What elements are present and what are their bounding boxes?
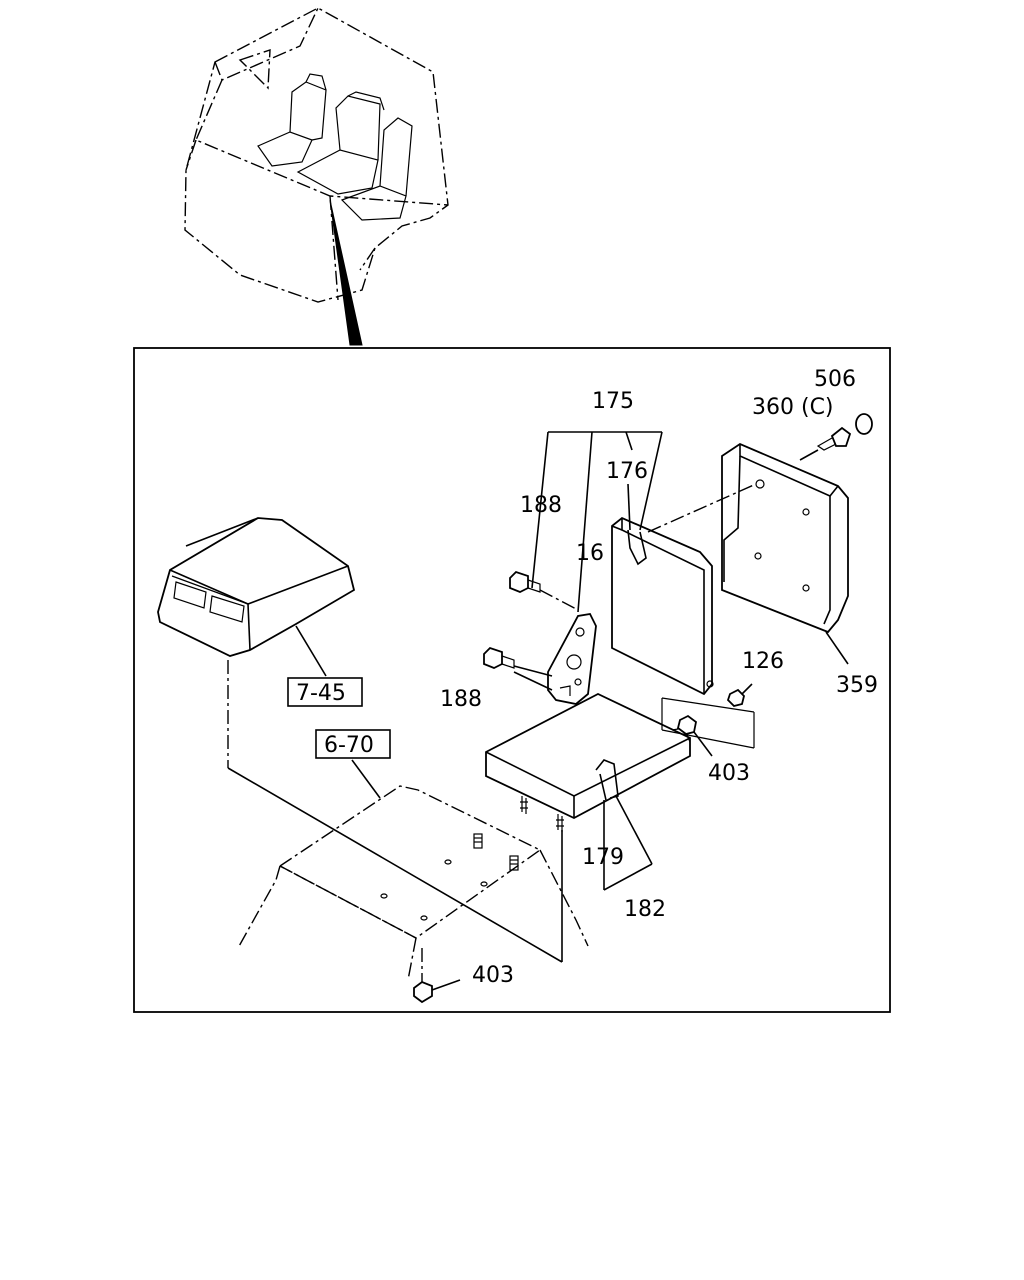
rear-cover-illustration — [647, 442, 849, 634]
callout-182: 182 — [624, 897, 666, 922]
callout-403-bottom: 403 — [472, 963, 514, 988]
callout-16: 16 — [576, 541, 604, 566]
callout-188-upper: 188 — [520, 493, 562, 518]
callout-176: 176 — [606, 459, 648, 484]
ref-label-7-45: 7-45 — [296, 681, 346, 706]
leader-lines — [531, 431, 849, 891]
seat-cushion-illustration — [485, 692, 691, 832]
hinge-bracket-illustration — [547, 613, 597, 705]
detail-frame — [133, 347, 891, 1013]
overhead-console-illustration — [157, 517, 563, 963]
callout-360c: 360 (C) — [752, 395, 834, 420]
callout-359: 359 — [836, 673, 878, 698]
callout-403-right: 403 — [708, 761, 750, 786]
ref-box-6-70 — [315, 729, 391, 759]
cab-overview-illustration — [184, 7, 449, 346]
callout-126: 126 — [742, 649, 784, 674]
screw-360c-illustration — [799, 426, 852, 461]
floor-tunnel-illustration — [237, 759, 589, 1004]
callout-506: 506 — [814, 367, 856, 392]
cap-506-illustration — [855, 413, 873, 435]
seat-back-illustration — [611, 516, 714, 696]
callout-179: 179 — [582, 845, 624, 870]
ref-box-7-45 — [287, 677, 363, 707]
callout-175: 175 — [592, 389, 634, 414]
callout-188-lower: 188 — [440, 687, 482, 712]
bolt-188-lower-illustration — [483, 646, 553, 691]
nut-126-illustration — [726, 683, 753, 707]
ref-label-6-70: 6-70 — [324, 733, 374, 758]
nut-403-right-illustration — [676, 714, 713, 757]
bolt-188-upper-illustration — [509, 570, 579, 611]
